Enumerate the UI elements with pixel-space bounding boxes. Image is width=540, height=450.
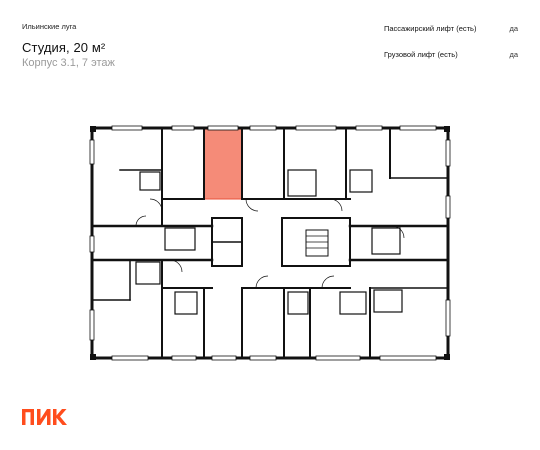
doors	[135, 198, 405, 289]
spec-value: да	[509, 50, 518, 59]
project-name: Ильинские луга	[22, 22, 77, 31]
spec-freight-lift: Грузовой лифт (есть) да	[384, 50, 518, 59]
pik-logo	[22, 409, 67, 425]
spec-label: Пассажирский лифт (есть)	[384, 24, 477, 33]
spec-label: Грузовой лифт (есть)	[384, 50, 458, 59]
building-info: Корпус 3.1, 7 этаж	[22, 57, 115, 69]
columns	[90, 126, 450, 360]
spec-passenger-lift: Пассажирский лифт (есть) да	[384, 24, 518, 33]
windows	[89, 125, 451, 361]
walls	[90, 126, 450, 360]
spec-value: да	[509, 24, 518, 33]
selected-apartment[interactable]	[203, 128, 243, 200]
apartment-title: Студия, 20 м²	[22, 40, 106, 55]
outer-wall	[90, 126, 450, 360]
